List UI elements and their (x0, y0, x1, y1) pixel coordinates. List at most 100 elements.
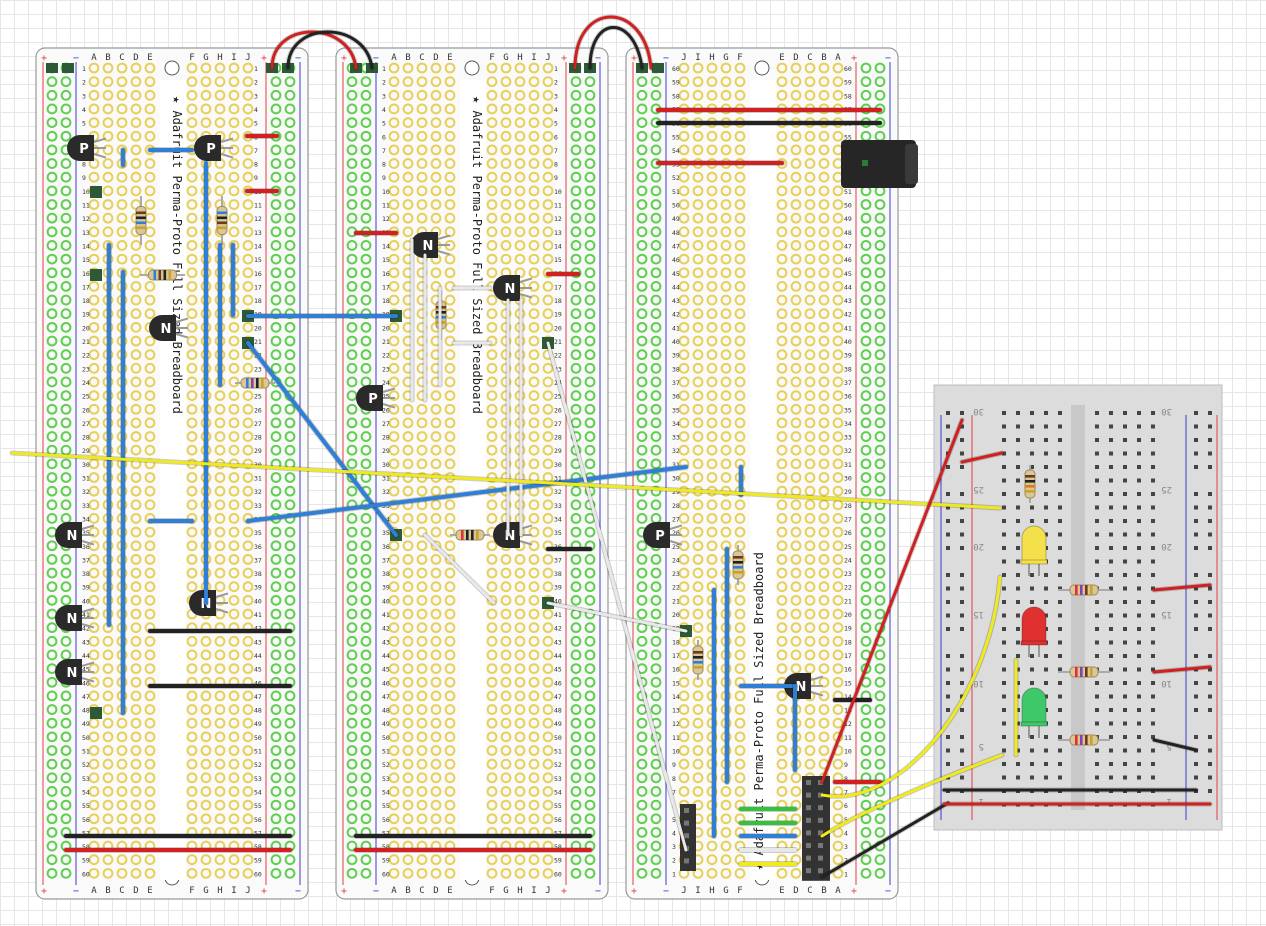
row-number: 31 (382, 475, 390, 483)
solder-hole (186, 240, 198, 251)
row-number: 38 (382, 570, 390, 578)
solder-hole (500, 226, 512, 238)
solder-hole (346, 185, 358, 197)
solder-hole (776, 376, 788, 388)
resistor-band (1080, 735, 1083, 745)
row-number: 8 (382, 161, 386, 169)
solder-hole (720, 813, 732, 825)
solder-hole (860, 745, 872, 756)
solder-hole (402, 526, 414, 538)
solder-hole (60, 567, 72, 579)
solder-hole (486, 76, 498, 88)
solder-hole (60, 130, 72, 142)
solder-hole (706, 185, 718, 197)
row-number: 1 (82, 65, 86, 73)
row-number: 12 (82, 215, 90, 223)
solder-hole (430, 690, 442, 702)
solder-hole (500, 567, 512, 579)
solder-hole (734, 89, 746, 101)
solder-hole (214, 813, 226, 825)
solder-hole (130, 635, 142, 647)
row-number: 45 (844, 270, 852, 278)
solder-hole (818, 745, 830, 756)
solder-hole (228, 499, 240, 511)
solder-hole (692, 349, 704, 361)
solder-hole (228, 158, 240, 169)
breadboard-hole (1002, 775, 1006, 780)
breadboard-hole (960, 519, 964, 523)
resistor-band (693, 666, 703, 669)
solder-hole (790, 171, 802, 183)
solder-hole (228, 704, 240, 715)
breadboard-hole (1151, 451, 1155, 456)
resistor-body (240, 377, 270, 389)
solder-hole (144, 89, 156, 101)
solder-hole (636, 608, 648, 620)
solder-hole (860, 431, 872, 442)
transistor-body (67, 135, 94, 161)
solder-hole (186, 321, 198, 333)
row-number: 57 (382, 829, 390, 837)
row-number: 41 (554, 611, 562, 619)
solder-hole (734, 622, 746, 634)
solder-hole (874, 827, 886, 838)
solder-hole (88, 786, 100, 797)
row-number: 48 (554, 707, 562, 715)
solder-hole (346, 635, 358, 647)
solder-hole (402, 185, 414, 197)
solder-hole (60, 376, 72, 388)
breadboard-hole (1123, 559, 1127, 564)
solder-hole (430, 799, 442, 811)
solder-hole (60, 171, 72, 183)
solder-hole (818, 622, 830, 634)
solder-hole (650, 253, 662, 265)
solder-hole (144, 540, 156, 552)
solder-hole (528, 704, 540, 715)
solder-hole (186, 281, 198, 292)
row-number: 56 (82, 816, 90, 824)
row-number: 46 (382, 679, 390, 687)
solder-hole (776, 130, 788, 142)
solder-hole (102, 89, 114, 101)
row-number: 47 (672, 242, 680, 250)
solder-hole (636, 185, 648, 197)
solder-hole (500, 608, 512, 620)
solder-hole (860, 704, 872, 715)
breadboard-hole (1151, 424, 1155, 429)
solder-hole (486, 89, 498, 101)
solder-hole (776, 526, 788, 538)
resistor (1058, 734, 1110, 746)
solder-hole (832, 308, 844, 320)
row-number: 47 (82, 693, 90, 701)
row-number: 35 (672, 406, 680, 414)
row-number: 40 (82, 597, 90, 605)
row-number: 2 (254, 79, 258, 87)
breadboard-hole (1016, 492, 1020, 496)
solder-hole (832, 321, 844, 333)
breadboard-hole (1194, 424, 1198, 429)
solder-hole (416, 417, 428, 429)
resistor-band (136, 211, 146, 215)
solder-hole (402, 608, 414, 620)
solder-hole (60, 717, 72, 729)
solder-hole (116, 103, 128, 115)
row-number: 52 (554, 761, 562, 769)
solder-hole (116, 758, 128, 770)
solder-hole (200, 663, 212, 674)
solder-hole (360, 253, 372, 265)
solder-hole (636, 89, 648, 101)
solder-hole (636, 376, 648, 388)
solder-hole (486, 117, 498, 128)
breadboard-hole (1044, 451, 1048, 456)
solder-hole (636, 117, 648, 128)
row-number: 22 (844, 584, 852, 592)
solder-hole (416, 458, 428, 470)
breadboard-hole (960, 735, 964, 739)
solder-hole (528, 171, 540, 183)
solder-hole (874, 676, 886, 688)
solder-hole (832, 431, 844, 442)
solder-hole (402, 581, 414, 593)
solder-hole (200, 731, 212, 743)
solder-hole (416, 799, 428, 811)
row-number: 30 (82, 461, 90, 469)
